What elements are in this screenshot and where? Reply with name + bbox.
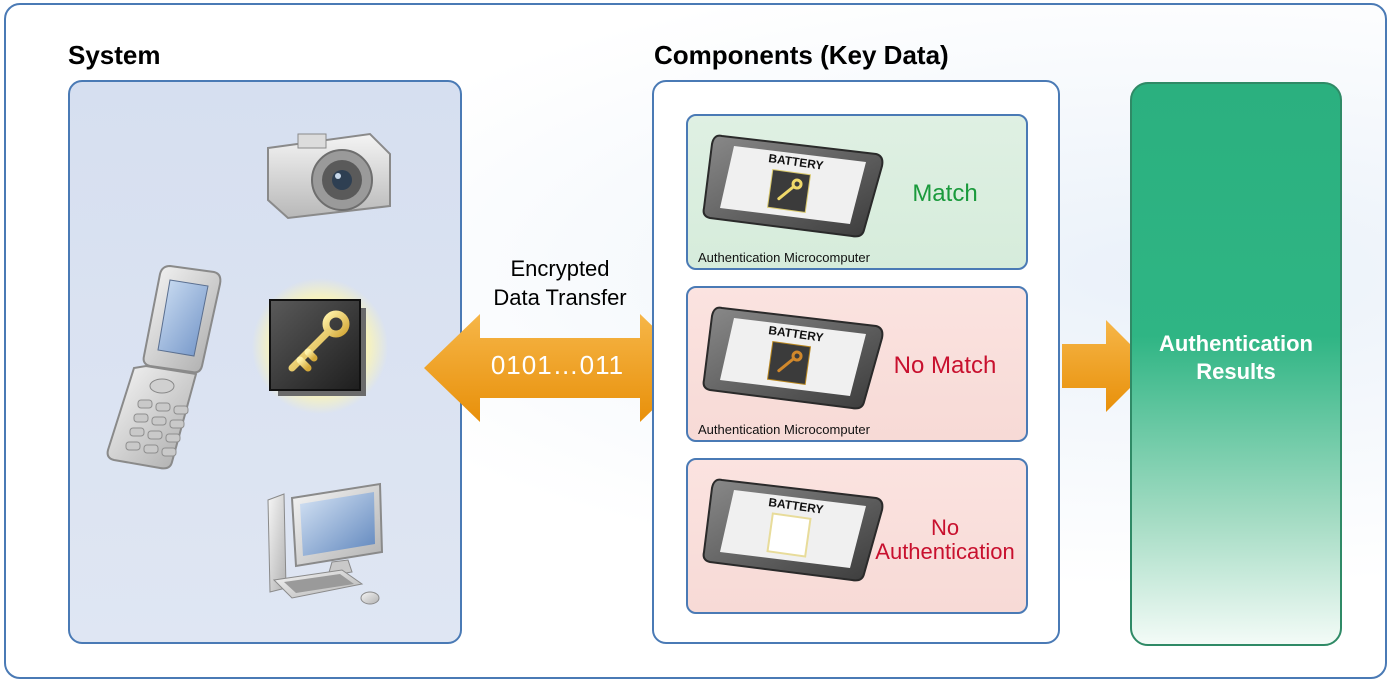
results-line1: Authentication (1159, 331, 1313, 356)
battery-icon: BATTERY (702, 478, 884, 582)
status-no-authentication-line1: No (930, 515, 960, 540)
status-no-authentication: No Authentication (860, 516, 1030, 564)
transfer-label: Encrypted Data Transfer (490, 254, 630, 312)
components-title: Components (Key Data) (654, 40, 949, 70)
mobile-phone-icon (106, 264, 222, 470)
result-arrow (1062, 320, 1152, 412)
system-title: System (68, 40, 161, 70)
status-no-match: No Match (893, 352, 997, 379)
battery-icon: BATTERY (702, 306, 884, 410)
microcomputer-label: Authentication Microcomputer (698, 250, 870, 265)
encrypted-bits: 0101…011 (490, 350, 625, 380)
authentication-results-panel (1130, 82, 1342, 646)
camera-icon (267, 132, 391, 220)
desktop-computer-icon (267, 482, 384, 605)
key-chip-icon (252, 278, 388, 414)
transfer-label-line2: Data Transfer (493, 285, 627, 310)
status-match: Match (912, 180, 978, 207)
double-arrow (424, 314, 696, 422)
status-no-authentication-line2: Authentication (875, 539, 1015, 564)
authentication-results-label: Authentication Results (1130, 330, 1342, 386)
battery-icon: BATTERY (702, 134, 884, 238)
microcomputer-label: Authentication Microcomputer (698, 422, 870, 437)
results-line2: Results (1196, 359, 1276, 384)
transfer-label-line1: Encrypted (510, 256, 610, 281)
